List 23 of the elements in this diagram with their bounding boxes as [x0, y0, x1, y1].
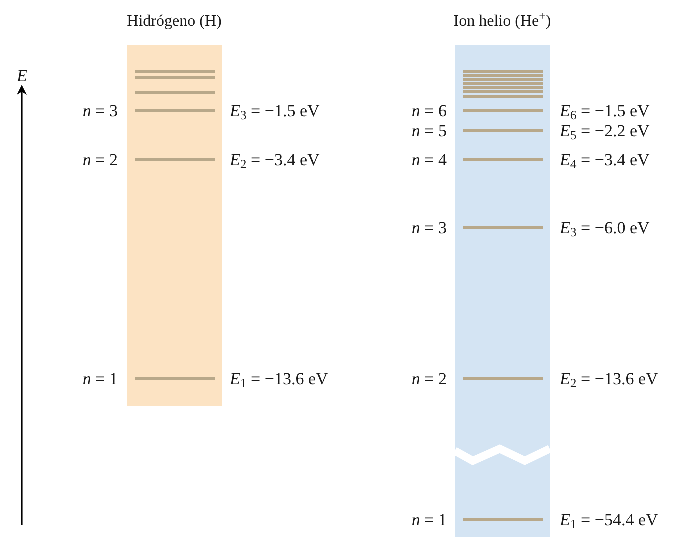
axis-label: E — [17, 68, 28, 84]
energy-level-label: E$_{2}$ = −3.4 eV — [230, 152, 320, 168]
energy-level-label: E$_{1}$ = −54.4 eV — [560, 512, 658, 528]
energy-level-label: E$_{1}$ = −13.6 eV — [230, 370, 328, 388]
energy-level-label: n = 4 — [412, 152, 447, 168]
energy-level-label: n = 1 — [82, 370, 118, 388]
energy-level-label: E$_{4}$ = −3.4 eV — [560, 152, 650, 168]
energy-band — [455, 45, 550, 537]
energy-level-label: E$_{5}$ = −2.2 eV — [560, 122, 650, 140]
panel-title: Ion helio (He$^{+}$) — [454, 14, 552, 30]
energy-level-label: E$_{3}$ = −1.5 eV — [230, 102, 320, 120]
energy-level-label: n = 2 — [412, 370, 447, 388]
energy-level-label: E$_{2}$ = −13.6 eV — [560, 370, 658, 388]
energy-level-label: n = 3 — [412, 220, 447, 236]
energy-level-label: n = 5 — [412, 122, 447, 140]
energy-level-label: E$_{6}$ = −1.5 eV — [560, 102, 650, 120]
energy-level-label: n = 2 — [82, 152, 118, 168]
panel-title: Hidrógeno (H) — [127, 14, 222, 30]
energy-level-label: n = 6 — [412, 102, 447, 120]
energy-level-label: E$_{3}$ = −6.0 eV — [560, 220, 650, 236]
energy-level-label: n = 3 — [82, 102, 118, 120]
energy-band — [127, 45, 222, 406]
energy-level-label: n = 1 — [412, 512, 447, 528]
